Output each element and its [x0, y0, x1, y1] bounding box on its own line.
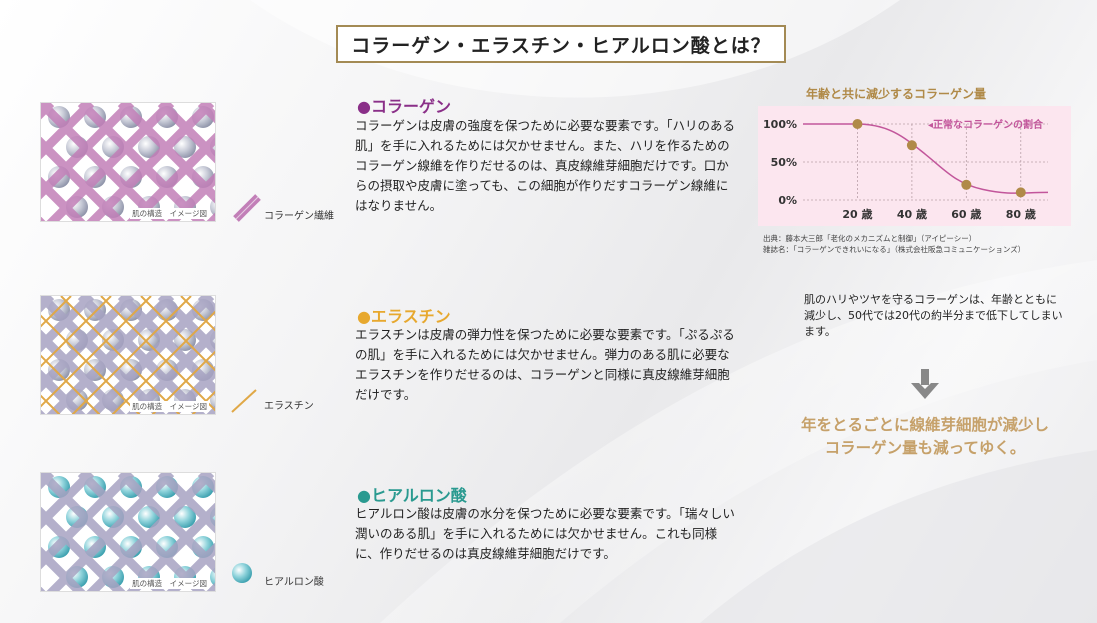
fiber-strand: [46, 473, 175, 591]
fiber-strand: [41, 473, 95, 530]
fiber-strand: [41, 103, 135, 200]
conclusion-line-2: コラーゲン量も減ってゆく。: [824, 439, 1026, 457]
elastin-illustration: 肌の構造 イメージ図: [40, 295, 216, 415]
source-line-2: 雑誌名：「コラーゲンできれいになる」（株式会社阪急コミュニケーションズ）: [763, 245, 1026, 254]
image-caption: 肌の構造 イメージ図: [130, 401, 209, 412]
conclusion-line-1: 年をとるごとに線維芽細胞が減少し: [800, 416, 1049, 434]
fiber-strand: [157, 103, 215, 164]
hyaluronic-heading: ●ヒアルロン酸: [357, 486, 467, 505]
collagen-fiber-label: コラーゲン繊維: [264, 211, 334, 222]
hyaluronic-illustration: 肌の構造 イメージ図: [40, 472, 216, 592]
arrow-down-icon: [911, 369, 939, 399]
elastin-strand: [41, 296, 152, 408]
x-tick-label: 80 歳: [1006, 207, 1036, 221]
fiber-strand: [41, 103, 95, 160]
cell-sphere: [174, 506, 196, 528]
y-tick-label: 50%: [771, 156, 797, 169]
conclusion-text: 年をとるごとに線維芽細胞が減少し コラーゲン量も減ってゆく。: [780, 414, 1070, 460]
collagen-illustration: 肌の構造 イメージ図: [40, 102, 216, 222]
cell-sphere: [174, 136, 196, 158]
collagen-fiber-icon: [233, 194, 261, 222]
collagen-heading: ●コラーゲン: [357, 97, 451, 116]
explanation-note: 肌のハリやツヤを守るコラーゲンは、年齢とともに減少し、50代では20代の約半分ま…: [804, 293, 1063, 338]
fiber-strand: [41, 369, 86, 414]
x-tick-label: 40 歳: [897, 207, 927, 221]
data-point: [1015, 187, 1026, 198]
hyaluronic-body: ヒアルロン酸は皮膚の水分を保つために必要な要素です。「瑞々しい潤いのある肌」を手…: [355, 506, 735, 561]
elastin-strand: [41, 296, 112, 368]
data-point: [852, 119, 863, 129]
fiber-strand: [86, 103, 215, 221]
fiber-strand: [86, 296, 215, 414]
cell-sphere-icon: [232, 563, 252, 583]
elastin-strand: [41, 394, 61, 414]
page-title: コラーゲン・エラスチン・ヒアルロン酸とは？: [336, 25, 786, 63]
collagen-chart: 100% 50% 0% 20 歳 40 歳 60 歳 80 歳 ◂正常なコラーゲンの割合: [763, 118, 1049, 221]
fiber-strand: [157, 296, 215, 357]
elastin-strand: [180, 296, 215, 332]
collagen-structure-image: [41, 103, 215, 221]
source-citation: 出典：藤本大三郎「老化のメカニズムと制御」（アイピーシー） 雑誌名：「コラーゲン…: [763, 233, 1025, 255]
elastin-strand: [111, 310, 215, 414]
fiber-strand: [46, 103, 175, 221]
chart-panel: 100% 50% 0% 20 歳 40 歳 60 歳 80 歳 ◂正常なコラーゲンの割合: [758, 106, 1071, 226]
x-tick-label: 60 歳: [951, 207, 981, 221]
elastin-body: エラスチンは皮膚の弾力性を保つために必要な要素です。「ぷるぷるの肌」を手に入れる…: [355, 327, 735, 402]
series-line: [803, 123, 1049, 194]
elastin-strand: [71, 296, 192, 414]
elastin-strand: [41, 296, 72, 328]
y-tick-label: 0%: [778, 194, 797, 207]
y-tick-label: 100%: [763, 118, 797, 131]
fiber-strand: [157, 473, 215, 534]
fiber-strand: [41, 296, 135, 393]
cell-sphere: [210, 197, 215, 217]
data-point: [906, 140, 917, 151]
hyaluronic-fiber-label: ヒアルロン酸: [264, 577, 324, 588]
fiber-strand: [41, 546, 86, 591]
hyaluronic-structure-image: [41, 473, 215, 591]
cell-sphere: [210, 567, 215, 587]
fiber-strand: [41, 473, 135, 570]
fiber-strand: [41, 176, 86, 221]
collagen-body: コラーゲンは皮膚の強度を保つために必要な要素です。「ハリのある肌」を手に入れるた…: [355, 118, 736, 213]
data-point: [961, 179, 972, 190]
elastin-structure-image: [41, 296, 215, 414]
legend-label: ◂正常なコラーゲンの割合: [928, 118, 1044, 131]
chart-title: 年齢と共に減少するコラーゲン量: [806, 87, 987, 101]
elastin-fiber-icon: [231, 389, 257, 413]
elastin-heading: ●エラスチン: [357, 307, 451, 326]
image-caption: 肌の構造 イメージ図: [130, 208, 209, 219]
fiber-strand: [46, 296, 175, 414]
x-tick-label: 20 歳: [842, 207, 872, 221]
image-caption: 肌の構造 イメージ図: [130, 578, 209, 589]
source-line-1: 出典：藤本大三郎「老化のメカニズムと制御」（アイピーシー）: [763, 234, 977, 243]
elastin-fiber-label: エラスチン: [264, 401, 314, 412]
fiber-strand: [86, 473, 215, 591]
fiber-strand: [41, 296, 95, 353]
